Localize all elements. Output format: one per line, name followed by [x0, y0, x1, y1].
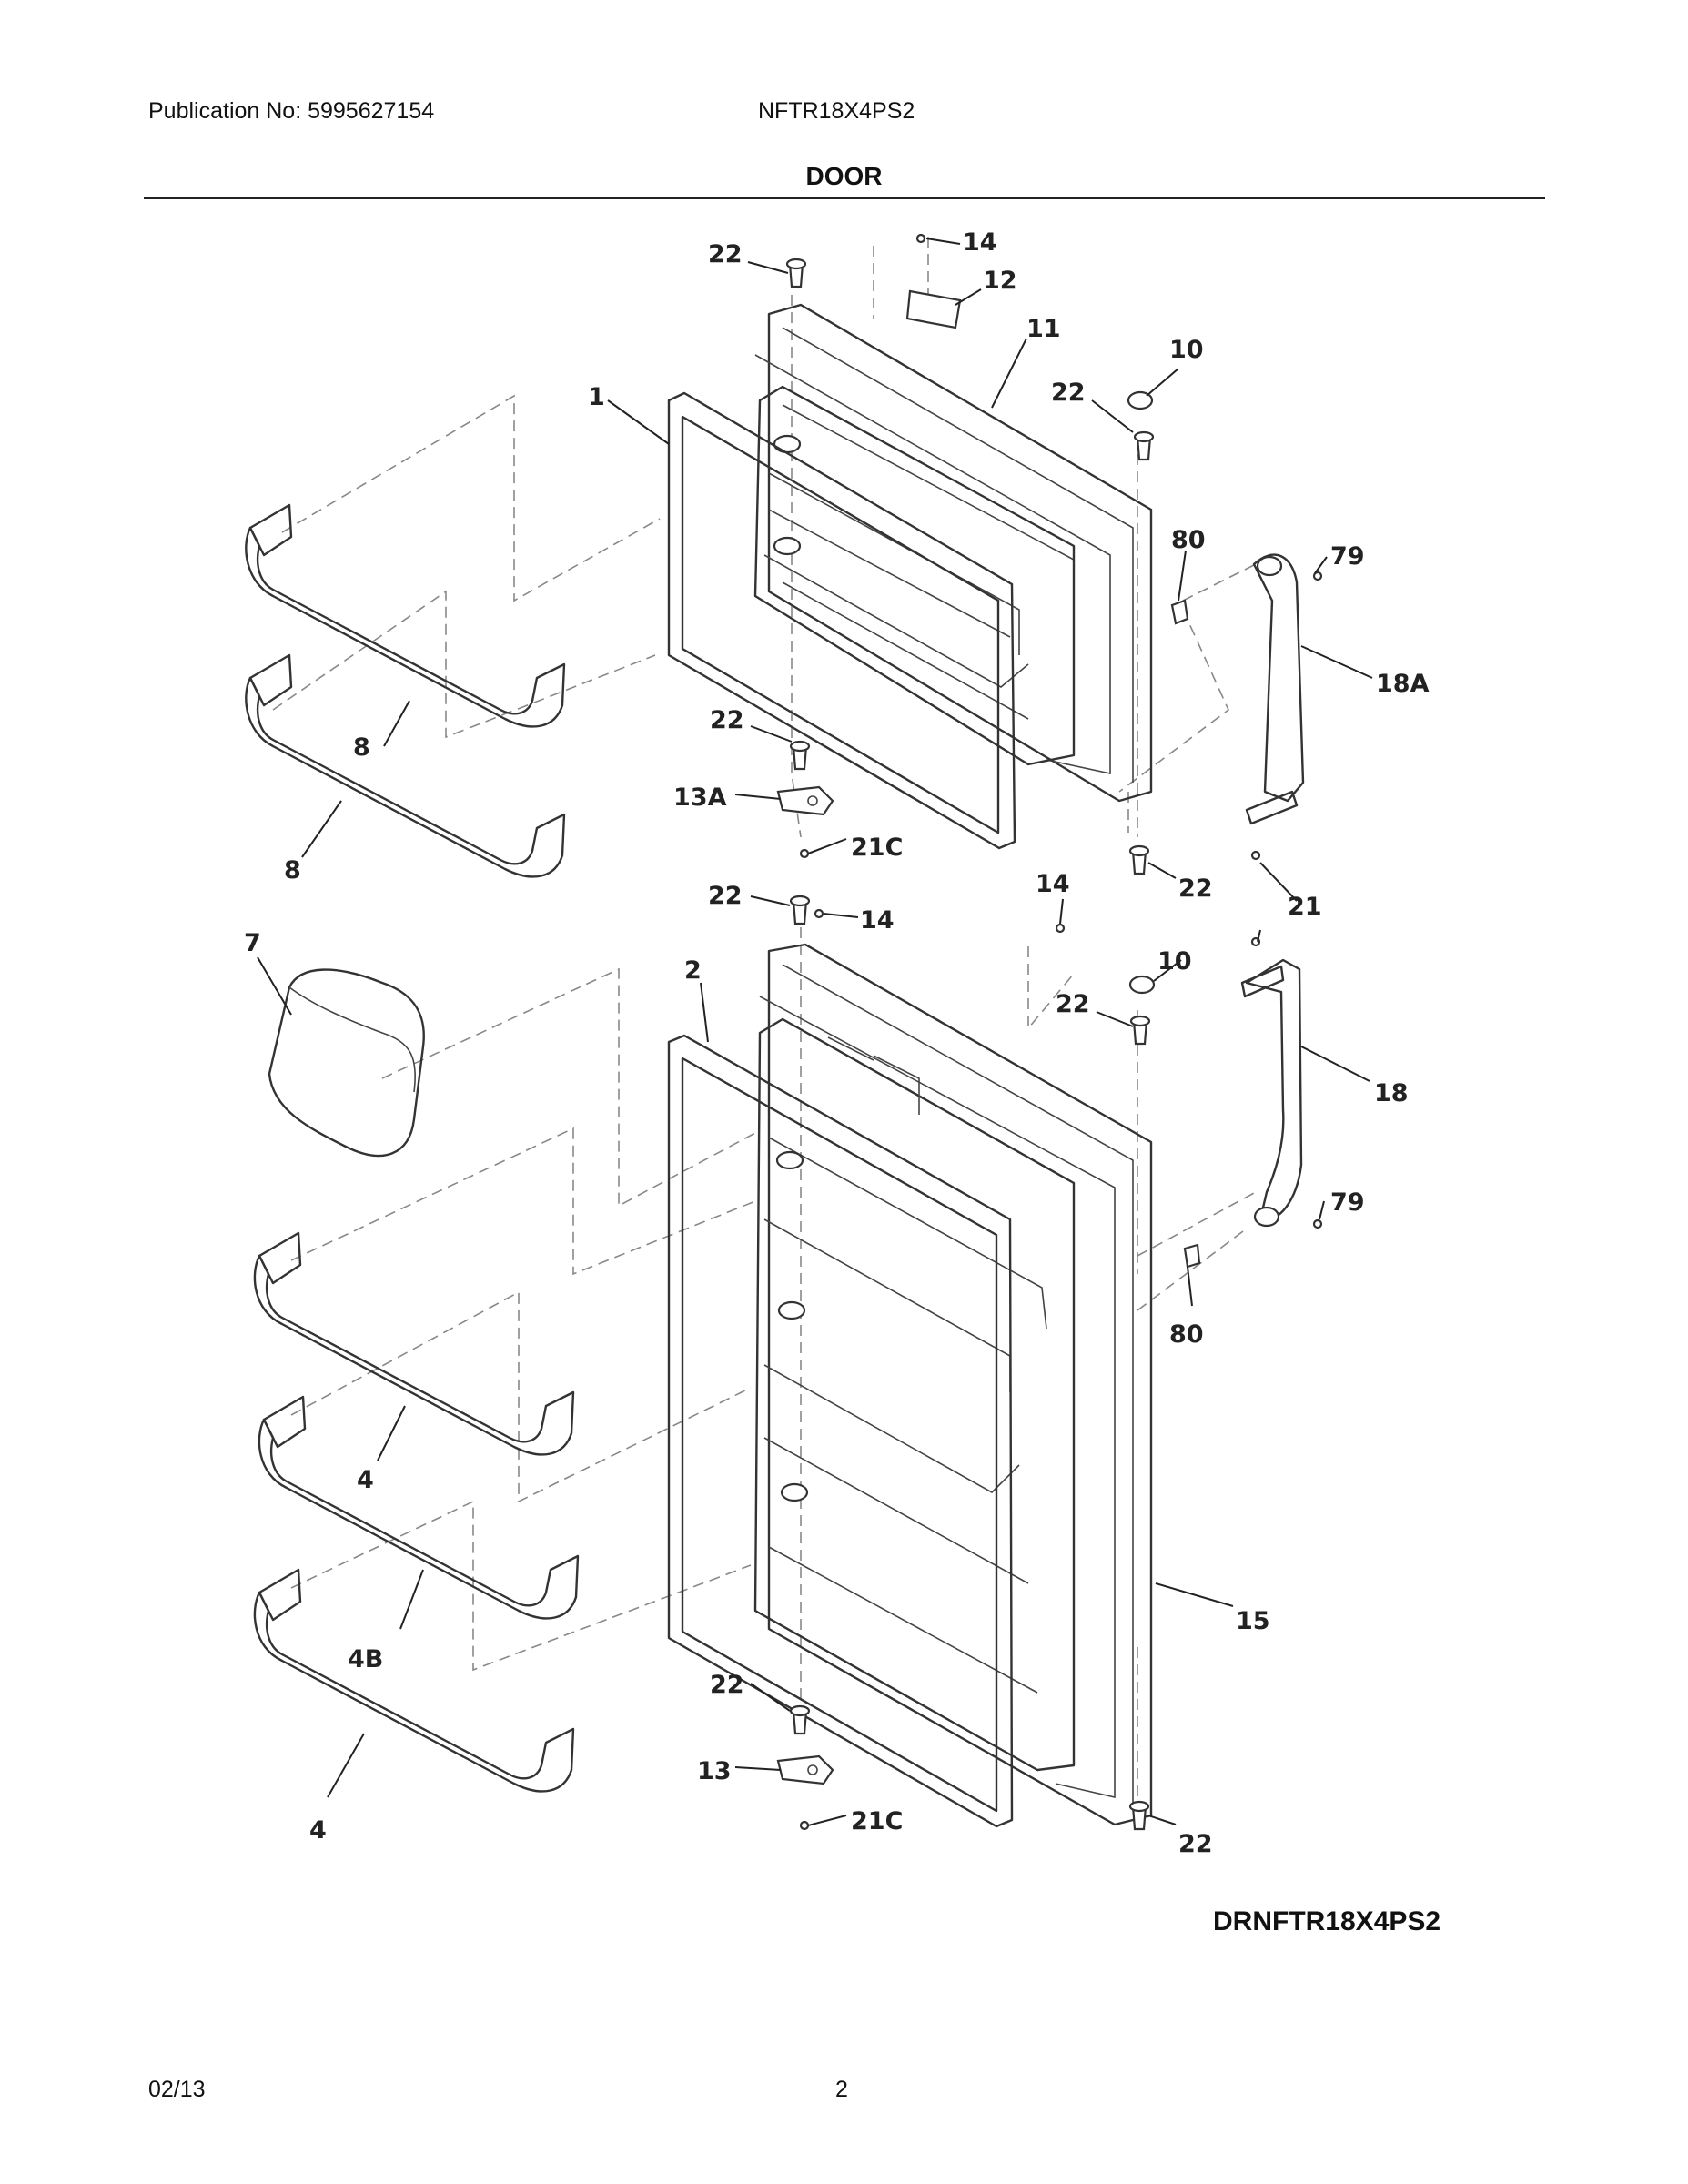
- freezer-door-liner: [753, 385, 1076, 766]
- callout-10: 10: [1157, 947, 1192, 976]
- callout-22: 22: [710, 1671, 744, 1699]
- fresh-food-door-gasket: [667, 1034, 1014, 1828]
- callout-11: 11: [1026, 315, 1061, 343]
- callout-13A: 13A: [673, 784, 727, 812]
- fresh-food-door-liner: [753, 1017, 1076, 1772]
- callout-21C: 21C: [851, 1807, 903, 1835]
- callout-22: 22: [708, 882, 743, 910]
- freezer-door-handle: [1245, 553, 1305, 825]
- dairy-compartment: [268, 968, 425, 1158]
- callout-80: 80: [1169, 1320, 1204, 1349]
- fresh-food-door-shelf-3: [253, 1568, 575, 1793]
- callout-8: 8: [353, 733, 370, 762]
- callout-13: 13: [697, 1757, 732, 1785]
- footer-date: 02/13: [148, 2077, 206, 2102]
- callout-80: 80: [1171, 526, 1206, 554]
- page-number: 2: [835, 2077, 848, 2102]
- callout-14: 14: [860, 906, 895, 935]
- callout-79: 79: [1330, 1188, 1365, 1217]
- title-rule: [144, 197, 1545, 199]
- freezer-door-shelf-upper: [245, 503, 566, 728]
- leader-lines: [257, 238, 1373, 1826]
- callout-8: 8: [284, 856, 301, 885]
- callout-labels: 22 14 12 11 10 22 1 80 79 18A 8 22 13A 2…: [244, 228, 1430, 1858]
- callout-1: 1: [588, 383, 605, 411]
- callout-21C: 21C: [851, 834, 903, 862]
- callout-12: 12: [983, 267, 1017, 295]
- callout-15: 15: [1236, 1607, 1270, 1635]
- callout-4: 4: [357, 1466, 374, 1494]
- freezer-door-gasket: [667, 391, 1016, 850]
- callout-14: 14: [963, 228, 997, 257]
- fresh-food-door-shelf-1: [253, 1231, 575, 1456]
- callout-22: 22: [1178, 1830, 1213, 1858]
- callout-10: 10: [1169, 336, 1204, 364]
- callout-7: 7: [244, 929, 261, 957]
- callout-79: 79: [1330, 542, 1365, 571]
- fresh-food-door-shelf-2: [258, 1395, 580, 1620]
- callout-22: 22: [710, 706, 744, 734]
- callout-22: 22: [1051, 379, 1086, 407]
- callout-22: 22: [1056, 990, 1090, 1018]
- callout-14: 14: [1036, 870, 1070, 898]
- callout-4B: 4B: [348, 1645, 383, 1673]
- callout-18: 18: [1374, 1079, 1409, 1107]
- callout-18A: 18A: [1376, 670, 1430, 698]
- drawing-code: DRNFTR18X4PS2: [1213, 1906, 1441, 1936]
- model-number: NFTR18X4PS2: [758, 98, 915, 124]
- fresh-food-door-handle: [1240, 958, 1303, 1228]
- publication-number: Publication No: 5995627154: [148, 98, 435, 124]
- callout-4: 4: [309, 1816, 327, 1845]
- freezer-door-shelf-lower: [245, 653, 566, 878]
- callout-21: 21: [1288, 893, 1322, 921]
- page-title: DOOR: [805, 162, 883, 190]
- freezer-door-ornament: [905, 289, 962, 329]
- hardware: [776, 233, 1323, 1831]
- callout-22: 22: [1178, 875, 1213, 903]
- callout-2: 2: [684, 956, 702, 985]
- fresh-food-door-outer-panel: [759, 943, 1153, 1826]
- callout-22: 22: [708, 240, 743, 268]
